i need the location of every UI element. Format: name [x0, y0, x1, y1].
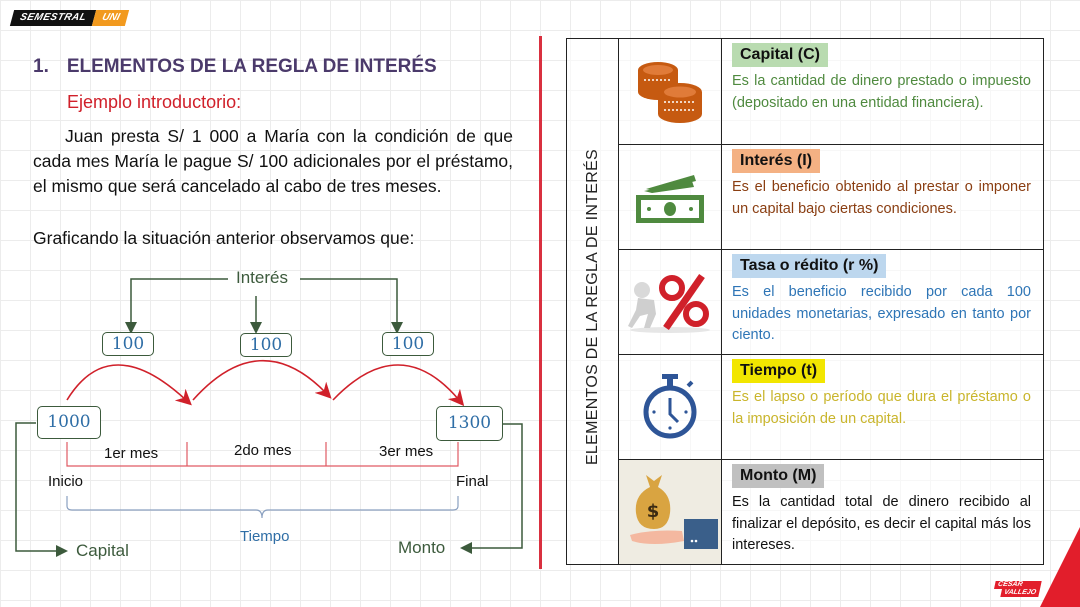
- capital-label: Capital: [76, 541, 129, 560]
- interest-diagram: Interés 100 100 100 1000 1300 1er mes 2d…: [0, 260, 540, 570]
- logo-line2: VALLEJO: [1000, 589, 1040, 597]
- interest-label: Interés: [236, 268, 288, 287]
- capital-tag: Capital (C): [732, 43, 828, 67]
- example-subtitle: Ejemplo introductorio:: [67, 92, 242, 112]
- month-3-label: 3er mes: [379, 443, 434, 460]
- svg-text:$: $: [647, 501, 660, 522]
- percent-figure-icon: [619, 250, 722, 354]
- logo-line1: CESAR: [994, 581, 1042, 589]
- monto-tag: Monto (M): [732, 464, 825, 488]
- table-row-interes: Interés (I) Es el beneficio obtenido al …: [619, 145, 1043, 250]
- elements-table: ELEMENTOS DE LA REGLA DE INTERÉS Capital…: [566, 38, 1044, 565]
- interes-tag: Interés (I): [732, 149, 821, 173]
- vertical-title-column: ELEMENTOS DE LA REGLA DE INTERÉS: [567, 39, 619, 564]
- semestral-uni-logo: SEMESTRAL UNI: [9, 10, 130, 26]
- diagram-lines: [15, 278, 523, 557]
- table-row-tiempo: Tiempo (t) Es el lapso o período que dur…: [619, 355, 1043, 460]
- end-value-box: 1300: [436, 406, 503, 441]
- logo-part1: SEMESTRAL: [9, 10, 97, 26]
- section-title: 1. ELEMENTOS DE LA REGLA DE INTERÉS: [33, 56, 437, 78]
- money-bag-icon: $: [619, 460, 722, 564]
- section-title-text: ELEMENTOS DE LA REGLA DE INTERÉS: [66, 56, 437, 77]
- table-row-capital: Capital (C) Es la cantidad de dinero pre…: [619, 39, 1043, 145]
- month-1-label: 1er mes: [104, 445, 159, 462]
- logo-part2: UNI: [92, 10, 130, 26]
- tasa-description: Es el beneficio recibido por cada 100 un…: [732, 284, 1031, 343]
- start-value-box: 1000: [37, 406, 101, 439]
- tasa-tag: Tasa o rédito (r %): [732, 254, 887, 278]
- interest-box-1: 100: [102, 332, 154, 356]
- table-row-monto: $ Monto (M) Es la cantidad total de dine…: [619, 460, 1043, 564]
- vertical-divider: [539, 36, 542, 569]
- section-number: 1.: [33, 56, 49, 77]
- cesar-vallejo-logo: CESAR VALLEJO: [993, 581, 1042, 597]
- banknote-icon: [619, 145, 722, 249]
- corner-accent: [1040, 527, 1080, 607]
- vertical-title: ELEMENTOS DE LA REGLA DE INTERÉS: [584, 148, 601, 466]
- stopwatch-icon: [619, 355, 722, 459]
- table-row-tasa: Tasa o rédito (r %) Es el beneficio reci…: [619, 250, 1043, 355]
- month-2-label: 2do mes: [234, 442, 292, 459]
- coins-icon: [619, 39, 722, 144]
- interest-box-2: 100: [240, 333, 292, 357]
- monto-label: Monto: [398, 538, 446, 557]
- interes-description: Es el beneficio obtenido al prestar o im…: [732, 179, 1031, 217]
- start-label: Inicio: [48, 473, 84, 490]
- example-paragraph: Juan presta S/ 1 000 a María con la cond…: [33, 126, 513, 196]
- end-label: Final: [456, 473, 489, 490]
- tiempo-tag: Tiempo (t): [732, 359, 826, 383]
- monto-description: Es la cantidad total de dinero recibido …: [732, 494, 1031, 553]
- tiempo-description: Es el lapso o período que dura el présta…: [732, 389, 1031, 427]
- lead-in-text: Graficando la situación anterior observa…: [33, 228, 415, 248]
- interest-box-3: 100: [382, 332, 434, 356]
- capital-description: Es la cantidad de dinero prestado o impu…: [732, 73, 1031, 111]
- time-label: Tiempo: [240, 528, 290, 545]
